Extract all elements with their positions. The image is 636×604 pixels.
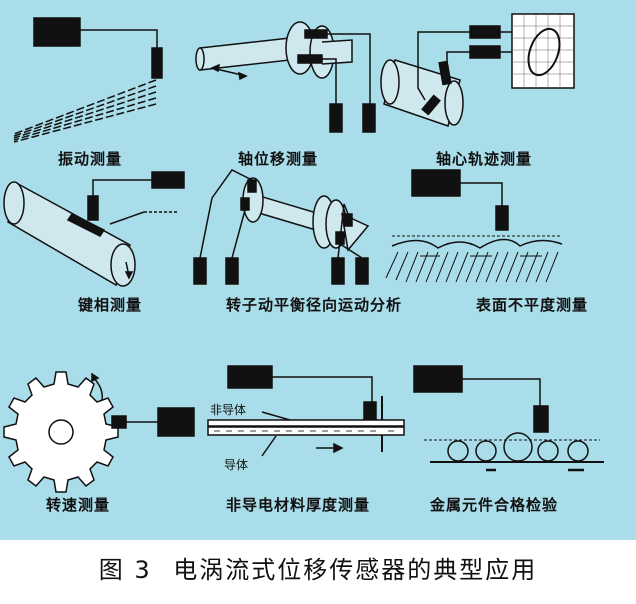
label-parts-inspection: 金属元件合格检验: [430, 496, 559, 514]
figure-caption: 图 3 电涡流式位移传感器的典型应用: [0, 550, 636, 585]
label-rotor-balance: 转子动平衡径向运动分析: [226, 296, 403, 314]
label-surface-flatness: 表面不平度测量: [476, 296, 589, 314]
label-vibration: 振动测量: [58, 150, 123, 168]
keyphasor-diagram: [3, 171, 185, 287]
label-speed: 转速测量: [46, 496, 111, 514]
label-orbit: 轴心轨迹测量: [436, 150, 533, 168]
diagram-drawing: [3, 13, 604, 493]
surface-flatness-diagram: [385, 169, 563, 283]
annotation-nonconductor: 非导体: [210, 403, 247, 417]
axial-displacement-diagram: [195, 21, 376, 133]
speed-diagram: [3, 371, 195, 493]
vibration-diagram: [13, 17, 163, 143]
annotation-conductor: 导体: [224, 458, 249, 472]
figure-title: 电涡流式位移传感器的典型应用: [173, 556, 538, 584]
figure-panel: 振动测量 轴位移测量 轴心轨迹测量 键相测量 转子动平衡径向运动分析 表面不平度…: [0, 0, 636, 540]
label-thickness: 非导电材料厚度测量: [226, 496, 371, 514]
label-keyphasor: 键相测量: [78, 296, 143, 314]
figure-number: 图 3: [98, 556, 152, 584]
orbit-diagram: [380, 13, 575, 127]
parts-inspection-diagram: [413, 365, 604, 472]
label-axial-displacement: 轴位移测量: [238, 150, 319, 168]
thickness-diagram: [207, 365, 405, 457]
rotor-balance-diagram: [193, 169, 370, 285]
